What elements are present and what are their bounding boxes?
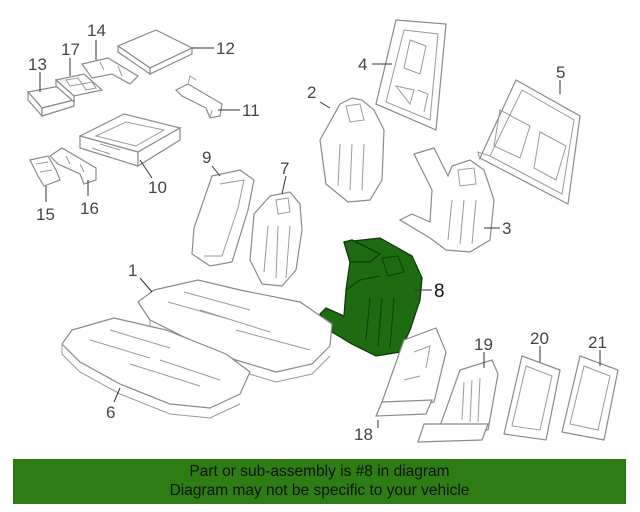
part-3 xyxy=(398,147,495,253)
part-21 xyxy=(561,355,619,441)
callout-21: 21 xyxy=(588,333,607,352)
part-19 xyxy=(417,359,499,443)
part-20 xyxy=(503,355,561,441)
part-4 xyxy=(375,19,447,131)
part-7 xyxy=(249,191,303,287)
part-5 xyxy=(477,79,581,205)
callout-4: 4 xyxy=(358,55,367,74)
part-14 xyxy=(80,57,139,85)
callout-6: 6 xyxy=(106,403,115,422)
part-15 xyxy=(29,155,61,187)
part-8-highlighted[interactable] xyxy=(319,237,423,357)
part-2 xyxy=(319,97,385,203)
callout-1: 1 xyxy=(128,261,137,280)
part-18 xyxy=(375,327,447,417)
callout-9: 9 xyxy=(202,148,211,167)
callout-15: 15 xyxy=(36,205,55,224)
callout-13: 13 xyxy=(28,55,47,74)
callout-2: 2 xyxy=(307,83,316,102)
callout-11: 11 xyxy=(242,101,260,120)
callout-7: 7 xyxy=(280,159,289,178)
callout-19: 19 xyxy=(474,335,493,354)
part-10 xyxy=(78,113,182,168)
part-6 xyxy=(61,317,251,419)
part-11 xyxy=(174,75,223,119)
callout-16: 16 xyxy=(80,199,99,218)
part-17 xyxy=(54,73,104,104)
part-9 xyxy=(191,169,255,267)
callout-5: 5 xyxy=(556,63,565,82)
callout-10: 10 xyxy=(148,178,167,197)
part-12 xyxy=(116,29,194,76)
part-16 xyxy=(49,147,97,185)
banner-line-2: Diagram may not be specific to your vehi… xyxy=(169,482,470,499)
callout-18: 18 xyxy=(354,425,373,444)
callout-17: 17 xyxy=(61,40,80,59)
callout-20: 20 xyxy=(530,329,549,348)
callout-14: 14 xyxy=(87,21,106,40)
callout-8: 8 xyxy=(434,281,445,302)
callout-3: 3 xyxy=(502,219,511,238)
banner-line-1: Part or sub-assembly is #8 in diagram xyxy=(189,463,450,480)
parts-diagram: 13 17 14 12 11 10 15 xyxy=(26,19,619,444)
info-banner: Part or sub-assembly is #8 in diagram Di… xyxy=(13,459,626,504)
callout-12: 12 xyxy=(216,39,235,58)
